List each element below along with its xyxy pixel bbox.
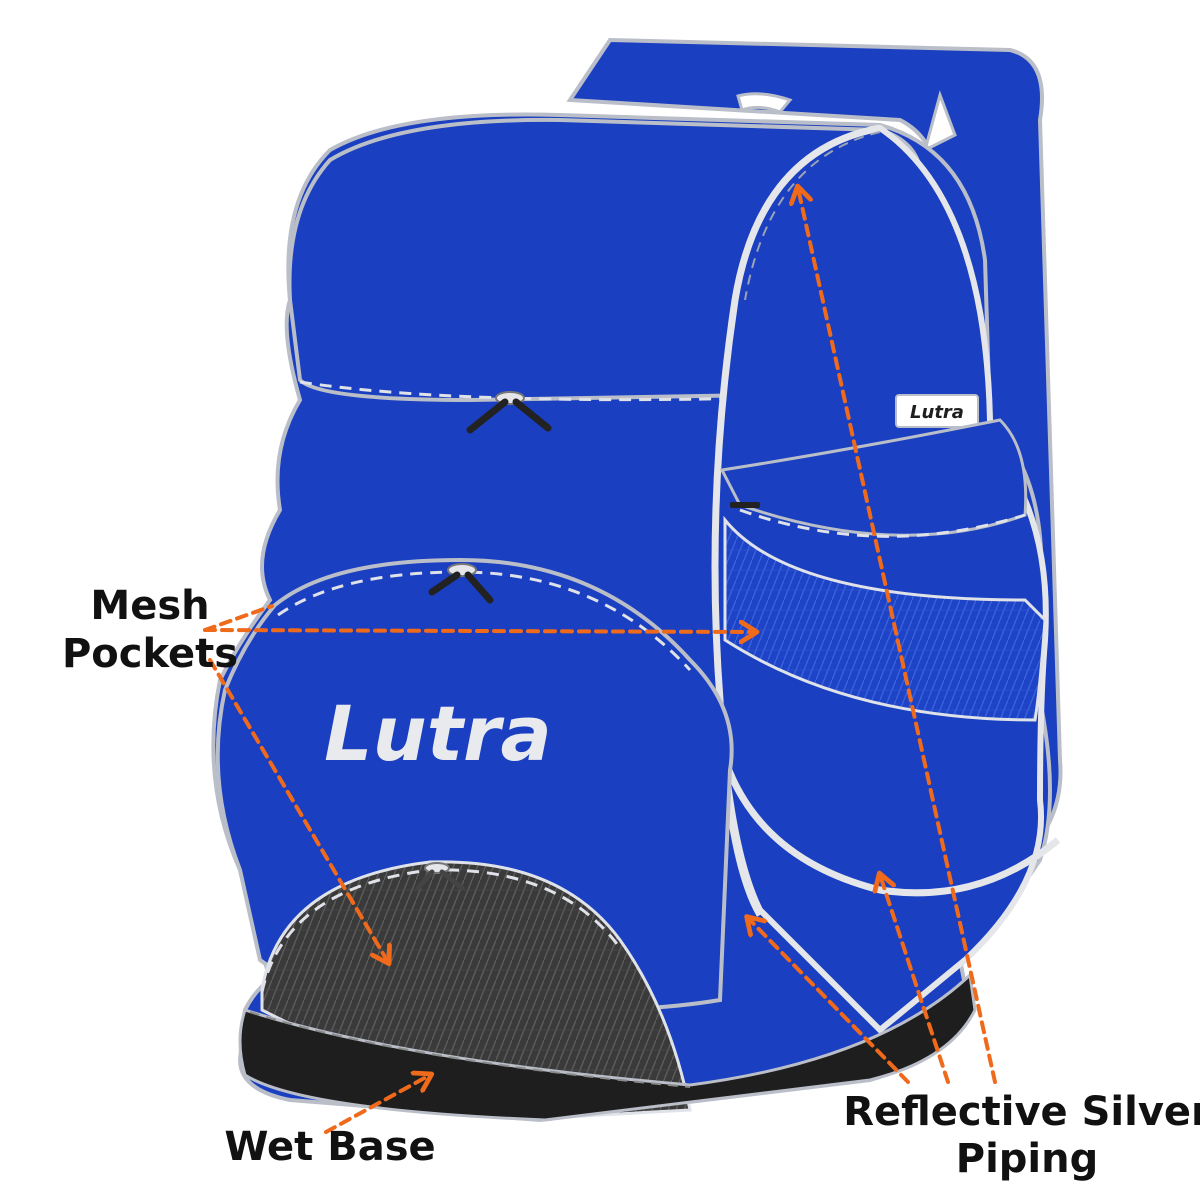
front-logo-text: Lutra <box>324 689 552 778</box>
callout-mesh-pockets: Mesh Pockets <box>62 583 238 677</box>
mesh-pockets-line2: Pockets <box>62 631 238 677</box>
piping-arrow-bottom-left <box>748 918 910 1084</box>
reflective-piping-curve <box>711 124 881 917</box>
callout-wet-base: Wet Base <box>224 1124 435 1170</box>
side-logo-tag: Lutra <box>895 394 979 428</box>
callout-reflective-piping: Reflective Silver Piping <box>843 1089 1200 1182</box>
piping-arrow-top <box>798 188 997 1084</box>
reflective-piping-line1: Reflective Silver <box>843 1089 1200 1135</box>
mesh-pockets-line1: Mesh <box>90 583 209 629</box>
side-logo-text: Lutra <box>910 402 964 423</box>
side-mesh-pocket <box>723 515 1047 722</box>
annotation-arrows <box>203 188 997 1134</box>
bottom-zipper-pull <box>415 862 465 891</box>
front-zipper-pull <box>428 563 494 604</box>
top-zipper-pull <box>466 391 552 434</box>
reflective-piping-line2: Piping <box>956 1136 1098 1182</box>
wet-base-label: Wet Base <box>224 1124 435 1170</box>
zipper-pulls <box>415 391 552 891</box>
wet-base-arrow <box>324 1075 430 1134</box>
mesh-arrow-up <box>203 604 274 632</box>
mesh-arrow-to-side-pocket <box>203 630 755 632</box>
mesh-arrow-to-bottom-pocket <box>208 658 388 962</box>
piping-arrow-bottom-right <box>880 875 950 1084</box>
side-panel: Lutra <box>711 124 1061 1035</box>
